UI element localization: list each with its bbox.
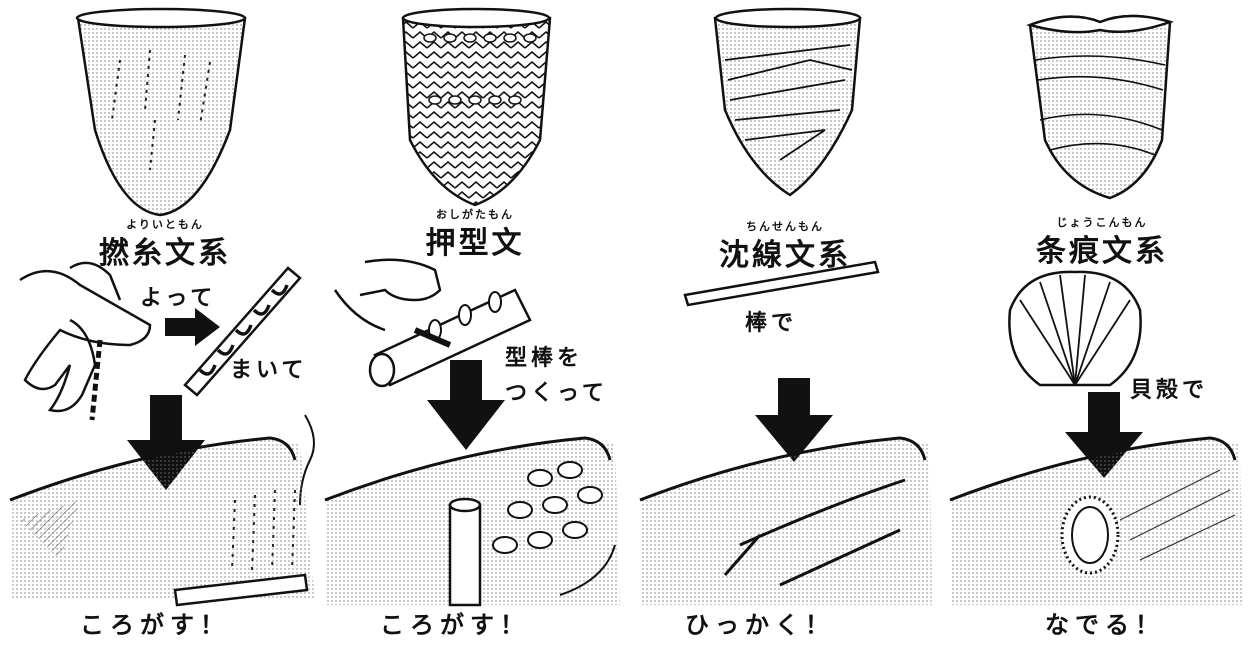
joukon-ruby: じょうこんもん xyxy=(1056,216,1148,229)
oshigata-illustration xyxy=(324,7,620,607)
oshigata-title: 押型文 xyxy=(425,226,525,261)
yoriito-verb: ころがす！ xyxy=(80,611,230,639)
panel-yoriito: よりいともん 撚糸文系 よって まいて ころがす！ xyxy=(0,0,315,646)
scallop-shell xyxy=(1008,270,1142,387)
panel-oshigata: おしがたもん 押型文 型棒を つくって ころがす！ xyxy=(315,0,630,646)
yoriito-hand xyxy=(19,261,152,413)
yoriito-pot xyxy=(75,7,247,217)
chinsen-step-1: 棒で xyxy=(745,311,798,336)
oshigata-step-1: 型棒を xyxy=(505,346,584,371)
arrow-right-icon xyxy=(165,308,220,346)
oshigata-rim-closeup xyxy=(324,436,620,607)
chinsen-title: 沈線文系 xyxy=(719,238,851,273)
yoriito-ruby: よりいともん xyxy=(126,218,204,231)
joukon-title: 条痕文系 xyxy=(1036,234,1168,269)
yoriito-illustration xyxy=(9,7,315,607)
incising-stick xyxy=(683,260,880,307)
oshigata-verb: ころがす！ xyxy=(380,611,530,639)
panel-chinsen: ちんせんもん 沈線文系 棒で ひっかく！ xyxy=(630,0,940,646)
oshigata-hand xyxy=(333,258,442,332)
chinsen-illustration xyxy=(639,7,932,605)
carved-roller xyxy=(368,288,532,388)
yoriito-rim-closeup xyxy=(9,436,315,607)
twisted-cord xyxy=(89,339,103,421)
oshigata-ruby: おしがたもん xyxy=(436,208,514,221)
cord-wrapped-stick xyxy=(183,266,302,397)
arrow-down-icon xyxy=(427,360,505,450)
yoriito-step-2: まいて xyxy=(230,358,308,383)
chinsen-pot xyxy=(713,7,862,197)
arrow-down-icon xyxy=(755,378,833,462)
oshigata-step-2: つくって xyxy=(505,381,608,406)
joukon-step-1: 貝殻で xyxy=(1130,378,1209,403)
panel-joukon: じょうこんもん 条痕文系 貝殻で なでる！ xyxy=(940,0,1253,646)
joukon-pot xyxy=(1025,14,1175,200)
arrow-down-icon xyxy=(127,395,205,490)
joukon-verb: なでる！ xyxy=(1045,611,1165,639)
chinsen-verb: ひっかく！ xyxy=(685,611,835,639)
chinsen-ruby: ちんせんもん xyxy=(746,220,824,233)
joukon-illustration xyxy=(949,14,1243,605)
chinsen-rim-closeup xyxy=(639,436,932,605)
yoriito-title: 撚糸文系 xyxy=(99,236,231,271)
oshigata-pot xyxy=(401,7,552,207)
arrow-down-icon xyxy=(1065,392,1143,478)
joukon-rim-closeup xyxy=(949,436,1243,605)
yoriito-step-1: よって xyxy=(140,286,217,311)
